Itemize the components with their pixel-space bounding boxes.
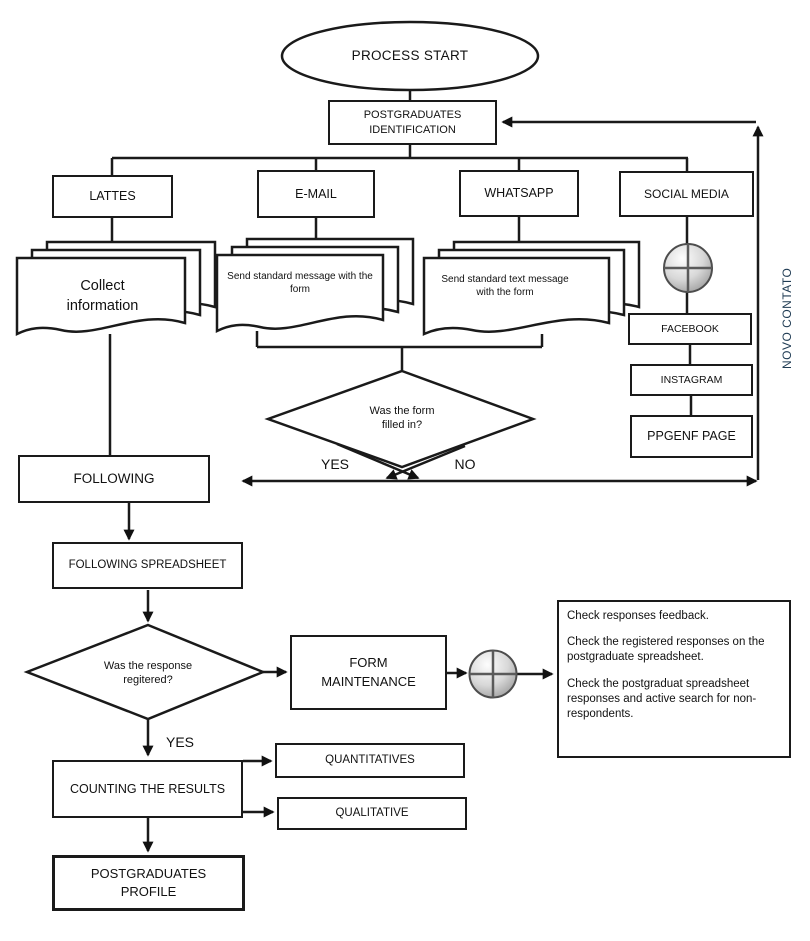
node-form-maintenance: FORM MAINTENANCE [290, 635, 447, 710]
node-following-spreadsheet: FOLLOWING SPREADSHEET [52, 542, 243, 589]
note-line-1: Check responses feedback. [567, 610, 709, 622]
node-instagram: INSTAGRAM [630, 364, 753, 396]
decision-response-registered-label: Was the response regitered? [103, 659, 193, 686]
document-stack-whatsapp-message [422, 240, 641, 336]
connector-lines [108, 90, 693, 456]
node-qualitative: QUALITATIVE [277, 797, 467, 830]
node-lattes: LATTES [52, 175, 173, 218]
branch-no-form-label: NO [454, 455, 476, 472]
branch-yes-response-label: YES [165, 733, 194, 750]
process-start-ellipse [280, 20, 540, 92]
document-stack-email-message [215, 237, 415, 334]
note-line-2: Check the registered responses on the po… [567, 636, 765, 664]
node-email: E-MAIL [257, 170, 375, 218]
node-postgraduates-identification: POSTGRADUATES IDENTIFICATION [328, 100, 497, 145]
document-email-message-label: Send standard message with the form [227, 271, 373, 295]
node-quantitatives: QUANTITATIVES [275, 743, 465, 778]
process-start-label: PROCESS START [351, 48, 469, 64]
decision-form-filled-label: Was the form filled in? [369, 404, 435, 431]
decision-diamond-form-filled [264, 369, 537, 469]
novo-contato-label: NOVO CONTATO [780, 267, 795, 369]
junction-circle-icon-social [663, 243, 713, 293]
document-whatsapp-message-label: Send standard text message with the form [441, 274, 569, 298]
node-social-media: SOCIAL MEDIA [619, 171, 754, 217]
node-facebook: FACEBOOK [628, 313, 752, 345]
decision-diamond-response-registered [23, 623, 267, 721]
maintenance-checklist-note: Check responses feedback. Check the regi… [557, 600, 791, 758]
node-postgraduates-profile: POSTGRADUATES PROFILE [52, 855, 245, 911]
branch-yes-form-label: YES [320, 455, 349, 472]
node-whatsapp: WHATSAPP [459, 170, 579, 217]
note-line-3: Check the postgraduat spreadsheet respon… [567, 677, 757, 720]
junction-circle-icon-maintenance [468, 649, 518, 699]
document-stack-collect-information [15, 240, 217, 337]
node-ppgenf-page: PPGENF PAGE [630, 415, 753, 458]
node-following: FOLLOWING [18, 455, 210, 503]
document-collect-information-label: Collect information [66, 277, 139, 314]
node-counting-the-results: COUNTING THE RESULTS [52, 760, 243, 818]
